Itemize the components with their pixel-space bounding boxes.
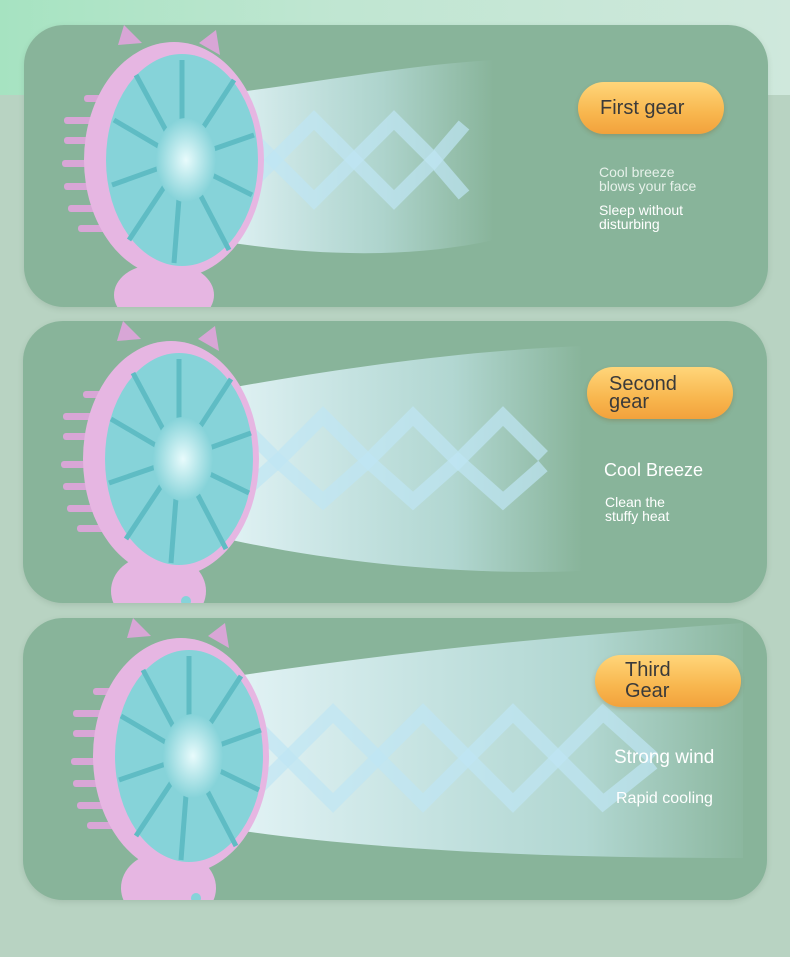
panel-third-gear: Third Gear Strong wind Rapid cooling <box>23 618 767 900</box>
feature-line-1: Cool breeze blows your face <box>599 164 697 194</box>
airflow-icon <box>62 25 494 307</box>
gear-badge: First gear <box>578 82 724 134</box>
fan-icon <box>71 618 269 900</box>
gear-badge-label: First gear <box>600 97 685 119</box>
panel-second-gear: Second gear Cool Breeze Clean the stuffy… <box>23 321 767 603</box>
feature-line-2: Rapid cooling <box>616 790 713 807</box>
feature-line-1: Strong wind <box>614 747 715 768</box>
gear-badge-label: Third Gear <box>625 659 671 702</box>
panel-first-gear: First gear Cool breeze blows your face S… <box>24 25 768 307</box>
fan-icon <box>62 25 264 307</box>
feature-line-1: Cool Breeze <box>604 460 704 480</box>
airflow-icon <box>71 618 743 900</box>
fan-icon <box>61 321 259 603</box>
feature-line-2: Clean the stuffy heat <box>605 494 670 524</box>
gear-badge-label: Second gear <box>609 373 677 413</box>
gear-badge: Second gear <box>587 367 733 419</box>
feature-line-2: Sleep without disturbing <box>599 202 684 232</box>
gear-badge: Third Gear <box>595 655 741 707</box>
airflow-icon <box>61 321 583 603</box>
